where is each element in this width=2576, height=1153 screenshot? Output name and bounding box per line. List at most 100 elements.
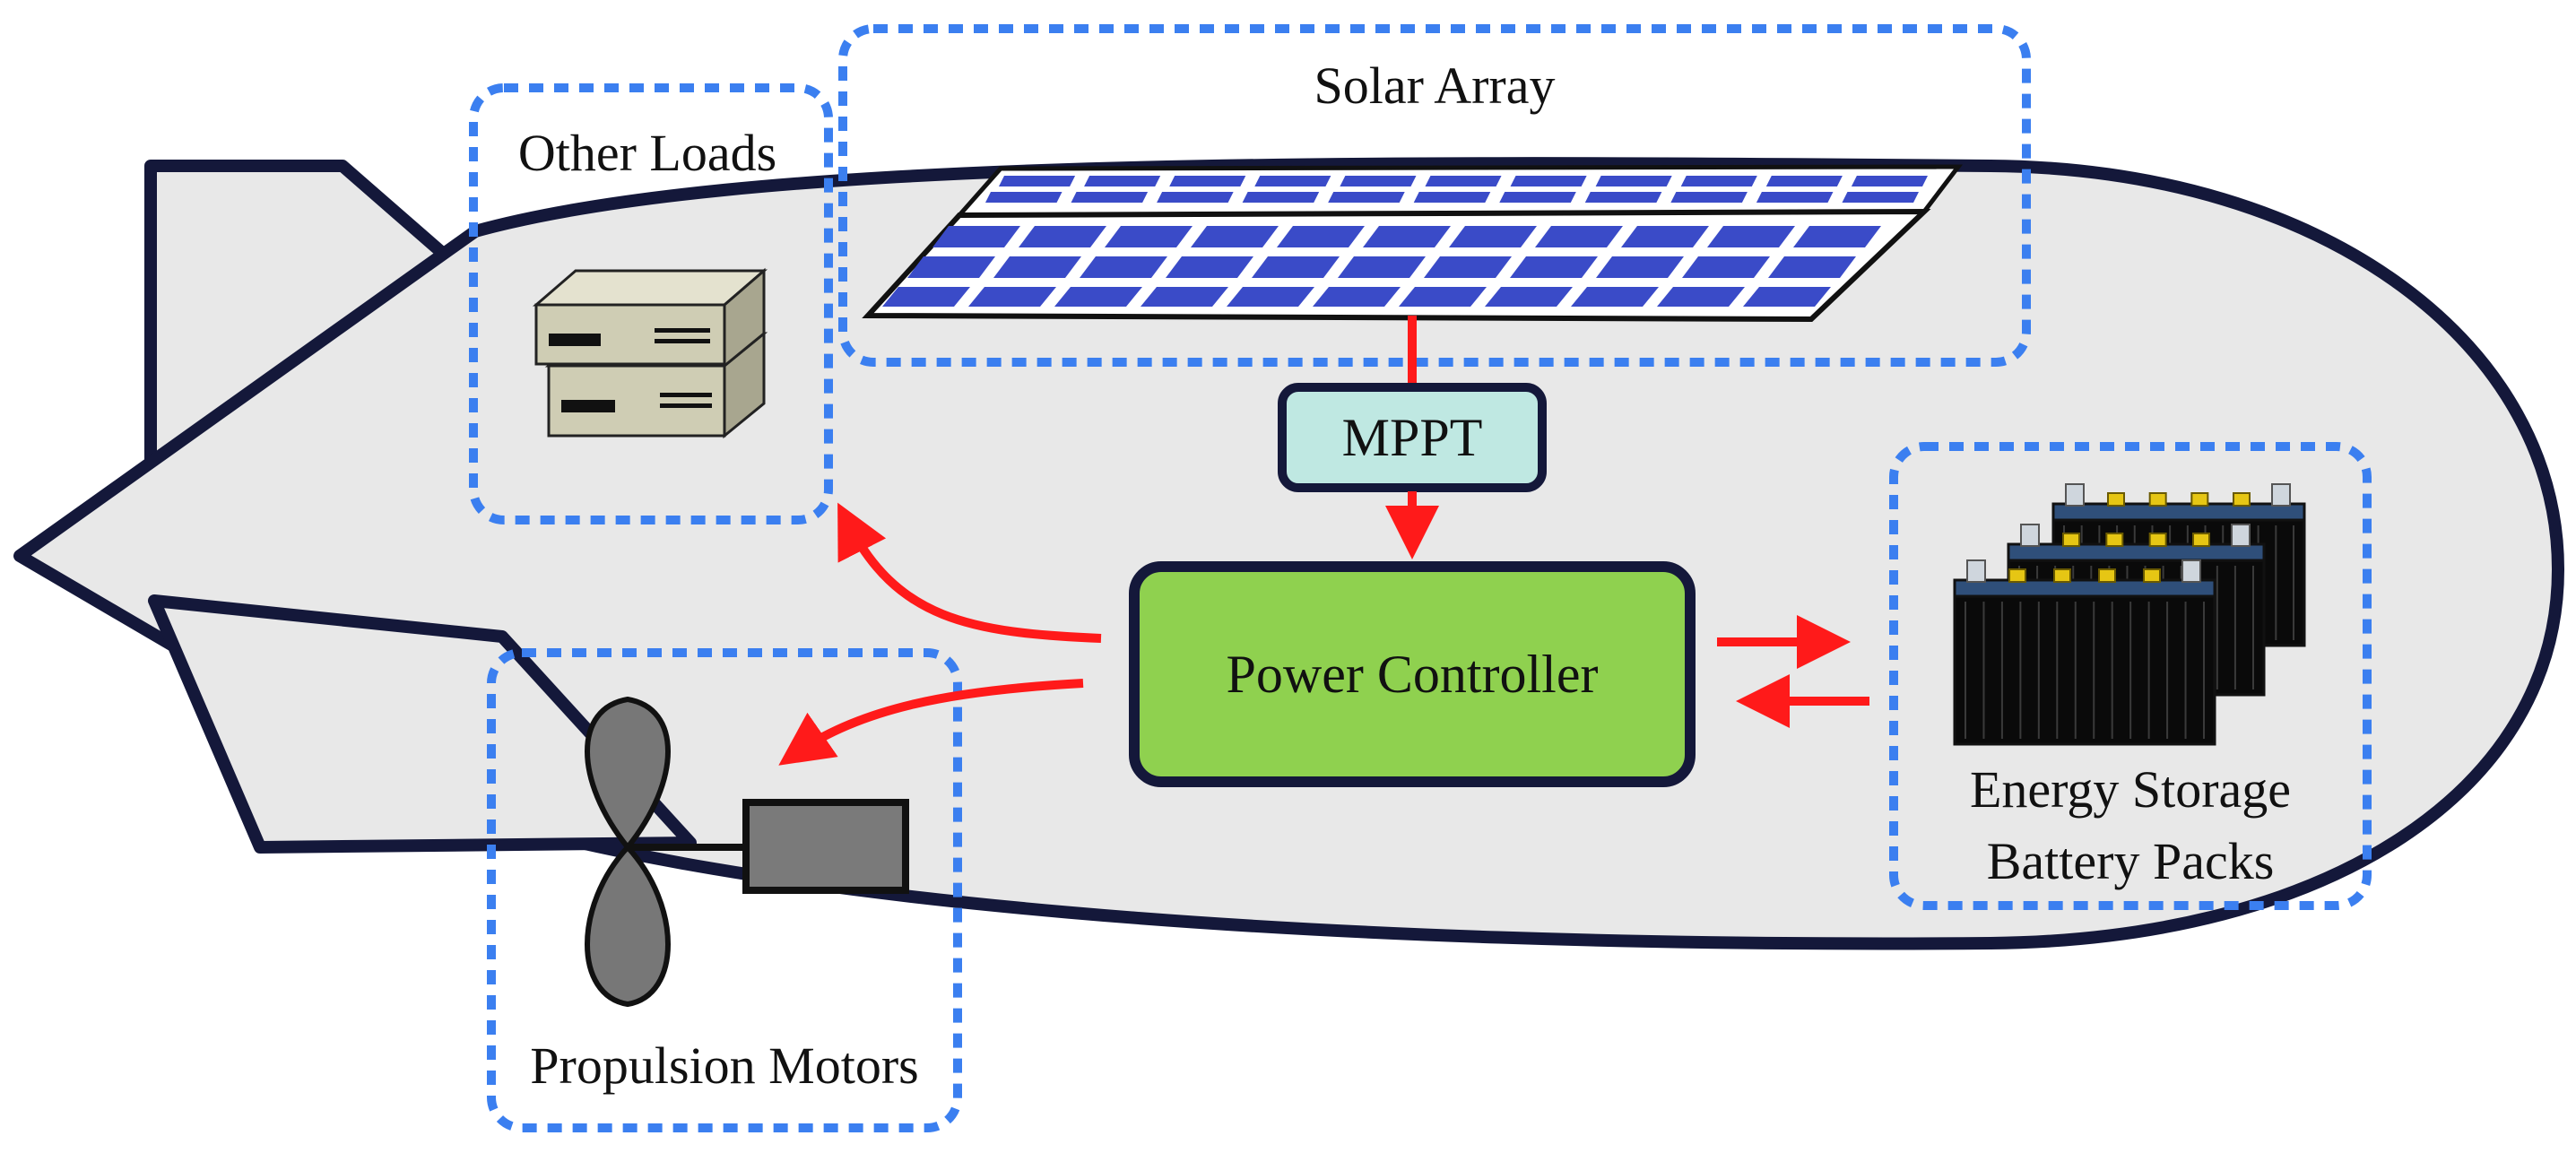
solar-cell [1510,256,1598,278]
energy-storage-label-line1: Energy Storage [1970,760,2291,819]
solar-cell [1793,226,1881,247]
battery-terminal [1966,559,1986,583]
arrow-controller-to-propulsion [778,679,1084,766]
propulsion-motors-label: Propulsion Motors [530,1036,918,1095]
solar-cell [1535,226,1623,247]
solar-cell [1363,226,1451,247]
battery-cap [2148,533,2167,547]
solar-cell [1842,192,1919,203]
solar-cell [1242,192,1320,203]
solar-cell [1071,192,1149,203]
solar-cell [1105,226,1193,247]
solar-cell [1510,176,1587,186]
other-loads-group: Other Loads [469,83,833,524]
mppt-label: MPPT [1342,408,1483,467]
solar-cell [1743,287,1831,307]
solar-cell [1670,192,1748,203]
solar-cell [1227,287,1314,307]
solar-cell [1277,226,1365,247]
solar-array-group: Solar Array [838,24,2031,367]
propulsion-motors-border [487,648,962,1132]
propulsion-motors-group: Propulsion Motors [487,648,962,1132]
battery-cap [2190,492,2209,507]
battery-cap [2098,568,2116,583]
solar-cell [1413,192,1491,203]
solar-cell [993,256,1081,278]
solar-cell [1657,287,1745,307]
solar-cell [1084,176,1161,186]
solar-cell [1424,256,1512,278]
other-loads-label: Other Loads [518,124,776,182]
solar-cell [1019,226,1106,247]
solar-cell [1682,256,1770,278]
battery-terminal [2231,524,2251,547]
solar-panel-frame-back [954,164,1964,218]
solar-cell [1707,226,1795,247]
solar-cell [1595,176,1672,186]
energy-storage-label-line2: Battery Packs [1987,832,2275,890]
power-flow-arrows [778,491,1869,766]
solar-cell [1596,256,1684,278]
solar-cell [907,256,995,278]
solar-cell [1485,287,1573,307]
solar-cell [1584,192,1662,203]
solar-cell [1338,256,1426,278]
solar-cell [1166,256,1253,278]
solar-cell [1765,176,1843,186]
other-loads-border [469,83,833,524]
solar-cell [882,287,970,307]
propeller-blade-upper [585,696,671,852]
solar-cell [1621,226,1709,247]
solar-cell [1851,176,1928,186]
propeller-blade-lower [585,843,671,1008]
battery-lid [2007,542,2266,562]
solar-cell [968,287,1056,307]
energy-storage-border [1889,442,2372,910]
solar-cell [1157,192,1234,203]
battery-lid [2051,502,2306,522]
solar-cell [1169,176,1246,186]
solar-cell [985,192,1062,203]
solar-cell [1399,287,1487,307]
mppt-box [1278,383,1547,492]
battery-cap [2143,568,2161,583]
battery-cap [2053,568,2071,583]
solar-cell [1254,176,1331,186]
energy-storage-group: Energy Storage Battery Packs [1889,442,2372,910]
power-controller-box [1129,561,1696,787]
solar-cell [1449,226,1537,247]
solar-cell [1191,226,1279,247]
battery-body [1953,594,2216,746]
solar-cell [1313,287,1401,307]
solar-cell [1499,192,1576,203]
solar-cell [1080,256,1167,278]
solar-cell [1328,192,1405,203]
battery-cap [2008,568,2026,583]
battery-terminal [2065,483,2085,507]
solar-cell [1252,256,1340,278]
battery-cap [2105,533,2124,547]
battery-cap [2192,533,2210,547]
battery-cap [2062,533,2080,547]
solar-cell [1054,287,1142,307]
battery-lid [1953,578,2216,598]
solar-array-label: Solar Array [1314,56,1556,115]
propeller-motor-icon [585,696,909,1008]
solar-cell [1141,287,1228,307]
arrow-controller-to-other-loads [837,502,1102,643]
battery-pack-icon [1953,483,2306,746]
solar-cell [1680,176,1757,186]
power-controller-label: Power Controller [1227,645,1599,704]
battery-terminal [2271,483,2291,507]
battery-cap [2148,492,2167,507]
mppt-block: MPPT [1278,316,1547,492]
solar-cell [1768,256,1856,278]
solar-cell [932,226,1020,247]
solar-panel-icon [862,164,1964,323]
battery-cap [2107,492,2125,507]
solar-array-border [838,24,2031,367]
solar-cell [1425,176,1502,186]
server-stack-icon [532,267,768,439]
battery-terminal [2020,524,2040,547]
